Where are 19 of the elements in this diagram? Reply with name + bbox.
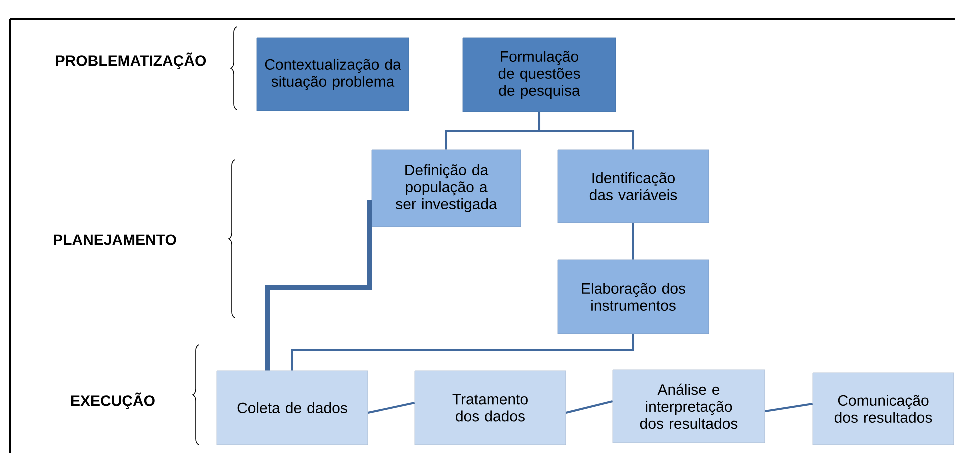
connector-line [265,200,372,371]
section-label: EXECUÇÃO [72,392,155,410]
section-label: PROBLEMATIZAÇÃO [56,52,206,70]
connector-line [765,403,813,412]
process-box: Tratamento dos dados [414,370,566,446]
process-box: Definição da população a ser investigada [372,150,522,228]
process-box: Contextualização da situação problema [256,38,410,112]
process-box: Elaboração dos instrumentos [558,260,710,334]
section-label: PLANEJAMENTO [54,234,176,246]
process-box: Coleta de dados [216,370,368,446]
process-box: Formulação de questões de pesquisa [462,38,616,112]
process-box: Análise e interpretação dos resultados [612,370,766,444]
connector-line [538,112,634,150]
connector-line [632,223,634,260]
connector-line [292,334,634,371]
connector-line [368,402,416,414]
connector-line [566,400,614,414]
process-box: Comunicação dos resultados [812,372,954,446]
process-box: Identificação das variáveis [558,150,710,224]
